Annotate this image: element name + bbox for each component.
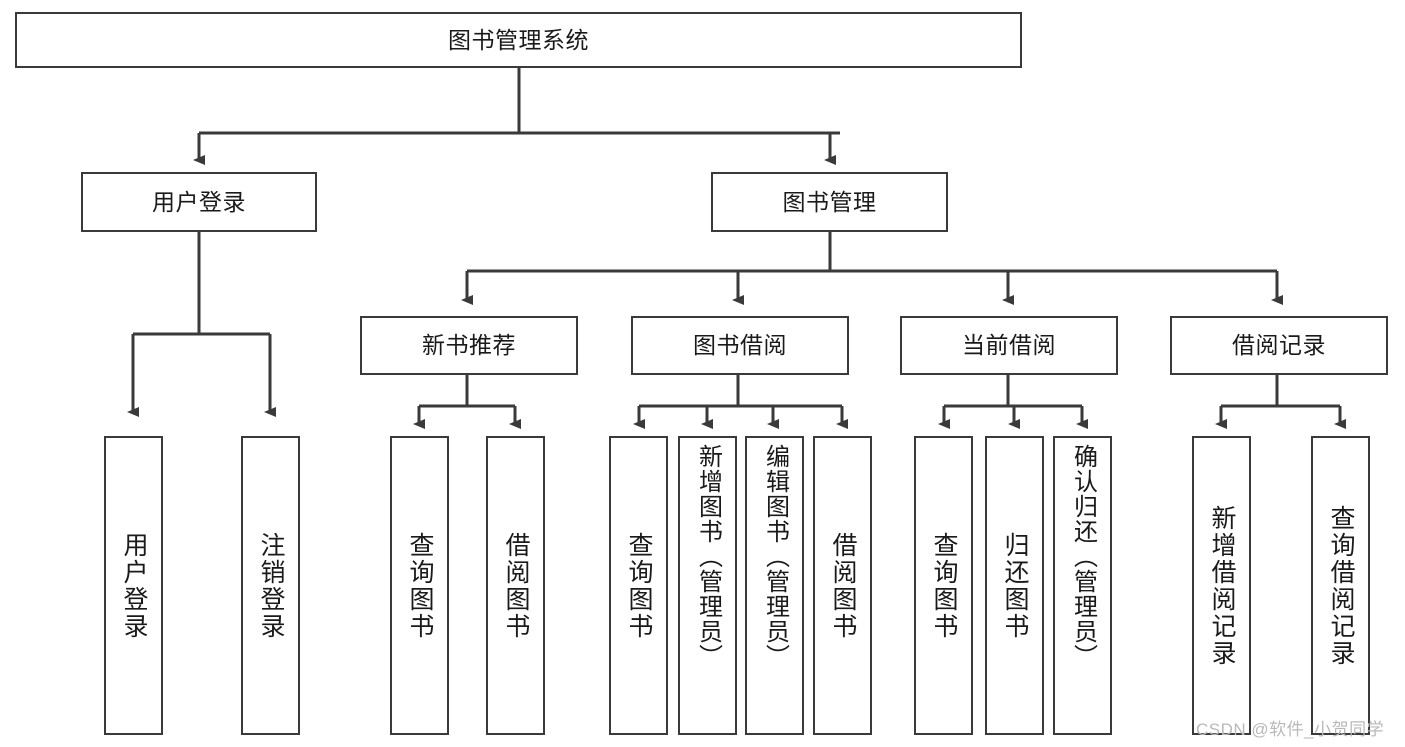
leaf-user-login-login[interactable]: 用户登录 bbox=[104, 436, 163, 735]
node-label: 图书借阅 bbox=[693, 332, 787, 359]
node-user-login[interactable]: 用户登录 bbox=[81, 172, 317, 232]
node-label: 查询借阅记录 bbox=[1327, 504, 1355, 667]
node-label: 借阅图书 bbox=[502, 531, 530, 640]
leaf-records-add-record[interactable]: 新增借阅记录 bbox=[1192, 436, 1251, 735]
node-label: 确认归还（管理员） bbox=[1069, 444, 1097, 669]
leaf-borrow-borrow-book[interactable]: 借阅图书 bbox=[813, 436, 872, 735]
leaf-new-books-borrow[interactable]: 借阅图书 bbox=[486, 436, 545, 735]
node-label: 查询图书 bbox=[930, 531, 958, 640]
node-label: 新增图书（管理员） bbox=[694, 444, 722, 669]
node-label: 查询图书 bbox=[406, 531, 434, 640]
leaf-records-query-record[interactable]: 查询借阅记录 bbox=[1311, 436, 1370, 735]
leaf-borrow-edit-book-admin[interactable]: 编辑图书（管理员） bbox=[745, 436, 804, 735]
leaf-current-confirm-return-admin[interactable]: 确认归还（管理员） bbox=[1053, 436, 1112, 735]
node-label: 图书管理 bbox=[782, 188, 877, 215]
node-borrow-records[interactable]: 借阅记录 bbox=[1170, 316, 1388, 375]
node-current-borrow[interactable]: 当前借阅 bbox=[900, 316, 1118, 375]
leaf-borrow-add-book-admin[interactable]: 新增图书（管理员） bbox=[678, 436, 737, 735]
node-book-management[interactable]: 图书管理 bbox=[711, 172, 948, 232]
node-label: 新增借阅记录 bbox=[1208, 504, 1236, 667]
leaf-current-query-book[interactable]: 查询图书 bbox=[914, 436, 973, 735]
node-root-book-management-system[interactable]: 图书管理系统 bbox=[15, 12, 1022, 68]
leaf-new-books-query[interactable]: 查询图书 bbox=[390, 436, 449, 735]
node-label: 查询图书 bbox=[625, 531, 653, 640]
node-new-book-recommend[interactable]: 新书推荐 bbox=[360, 316, 578, 375]
leaf-borrow-query-book[interactable]: 查询图书 bbox=[609, 436, 668, 735]
node-label: 借阅图书 bbox=[829, 531, 857, 640]
node-label: 编辑图书（管理员） bbox=[761, 444, 789, 669]
leaf-user-login-logout[interactable]: 注销登录 bbox=[241, 436, 300, 735]
node-label: 注销登录 bbox=[257, 531, 285, 640]
node-label: 用户登录 bbox=[152, 188, 246, 215]
watermark-text: CSDN @软件_小贺同学 bbox=[1196, 720, 1385, 739]
leaf-current-return-book[interactable]: 归还图书 bbox=[985, 436, 1044, 735]
node-label: 用户登录 bbox=[120, 531, 148, 640]
node-label: 借阅记录 bbox=[1232, 332, 1326, 359]
node-label: 图书管理系统 bbox=[448, 26, 589, 53]
node-book-borrow[interactable]: 图书借阅 bbox=[631, 316, 849, 375]
node-label: 当前借阅 bbox=[962, 332, 1056, 359]
node-label: 新书推荐 bbox=[422, 332, 516, 359]
node-label: 归还图书 bbox=[1001, 531, 1029, 640]
